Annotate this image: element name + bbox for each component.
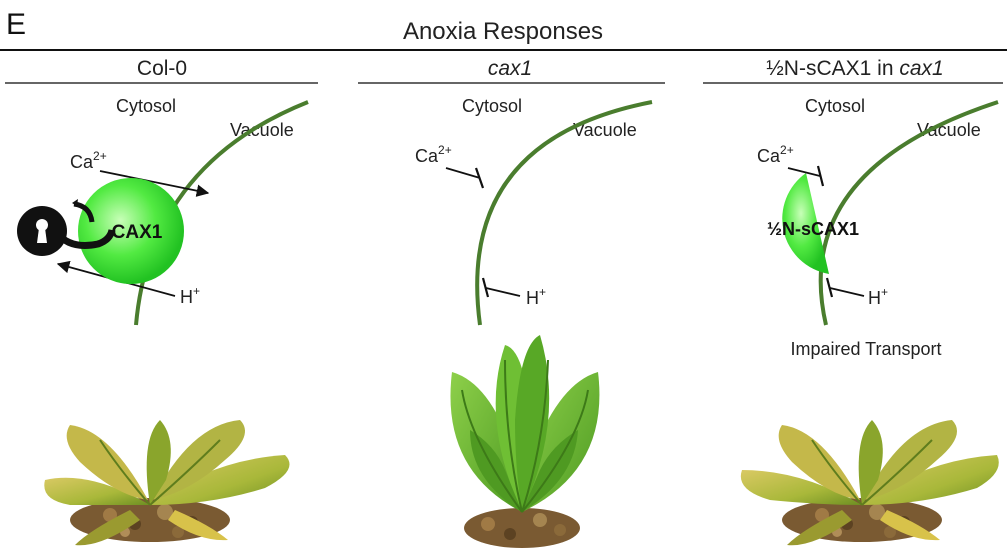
vacuole-membrane	[818, 100, 999, 326]
impaired-transport-label: Impaired Transport	[790, 339, 941, 359]
ca-blocked-line	[787, 167, 821, 177]
h-ion-label: H+	[868, 285, 888, 308]
ca-block-bar	[474, 167, 485, 189]
h-blocked-line	[829, 287, 865, 297]
cax1-transporter	[78, 178, 184, 284]
cytosol-label: Cytosol	[116, 96, 176, 116]
h-ion-label: H+	[180, 284, 200, 307]
ca-ion-label: Ca2+	[415, 143, 452, 166]
ca-blocked-line	[445, 167, 481, 179]
cytosol-label: Cytosol	[462, 96, 522, 116]
h-block-bar	[825, 277, 834, 298]
ca-ion-label: Ca2+	[757, 143, 794, 166]
wilted-plant-nscax1	[740, 420, 999, 546]
half-cax1-transporter	[782, 173, 829, 274]
panel-heading: cax1	[488, 57, 532, 80]
h-ion-label: H+	[526, 285, 546, 308]
healthy-plant-cax1	[450, 335, 600, 548]
transporter-label: CAX1	[112, 222, 163, 243]
figure-title: Anoxia Responses	[403, 18, 603, 45]
panel-nscax1: ½N-sCAX1 in cax1 Cytosol Vacuole ½N-sCAX…	[703, 57, 1003, 359]
vacuole-membrane	[475, 100, 653, 326]
ca-transport-arrow	[99, 170, 210, 197]
cytosol-label: Cytosol	[805, 96, 865, 116]
vacuole-label: Vacuole	[573, 120, 637, 140]
panel-letter: E	[6, 8, 26, 41]
vacuole-label: Vacuole	[917, 120, 981, 140]
panel-col0: Col-0 Cytosol Vacuole Ca2+ H+ CAX1	[5, 57, 318, 326]
h-blocked-line	[485, 287, 521, 297]
panel-heading: Col-0	[137, 57, 187, 80]
transporter-label: ½N-sCAX1	[767, 219, 859, 239]
wilted-plant-col0	[44, 420, 290, 546]
ca-block-bar	[816, 165, 825, 187]
keyhole-lock-icon	[17, 199, 116, 256]
panel-heading: ½N-sCAX1 in cax1	[766, 57, 943, 80]
panel-cax1: cax1 Cytosol Vacuole Ca2+ H+	[358, 57, 665, 326]
h-block-bar	[481, 277, 490, 298]
ca-ion-label: Ca2+	[70, 149, 107, 172]
